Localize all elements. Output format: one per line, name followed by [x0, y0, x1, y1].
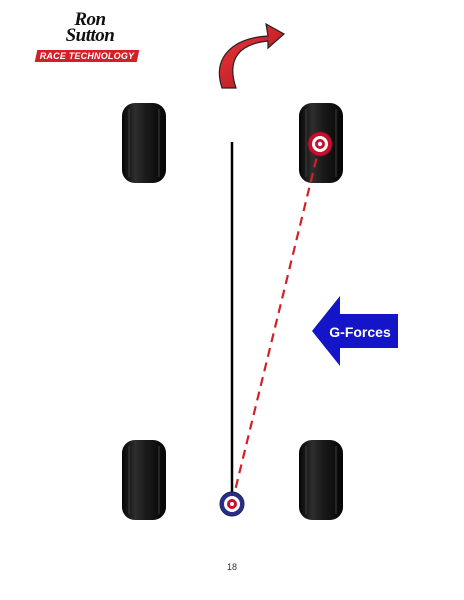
logo-script-line1: Ron: [74, 9, 106, 30]
roll-axis-dashed-line: [230, 143, 322, 504]
rear-left-tire: [122, 440, 166, 520]
logo-tagline: RACE TECHNOLOGY: [39, 51, 135, 61]
logo-script: Ron Sutton: [40, 9, 140, 46]
page-number: 18: [226, 562, 237, 572]
g-forces-label: G-Forces: [329, 324, 391, 340]
front-left-tire: [122, 103, 166, 183]
curved-arrow-right-icon: [218, 22, 286, 89]
left-arrow-icon: [312, 296, 398, 366]
rear-right-tire: [299, 440, 343, 520]
target-icon: [219, 491, 245, 517]
target-icon: [307, 131, 333, 157]
logo-script-line2: Sutton: [65, 25, 115, 46]
ron-sutton-logo: Ron Sutton RACE TECHNOLOGY: [34, 9, 140, 62]
